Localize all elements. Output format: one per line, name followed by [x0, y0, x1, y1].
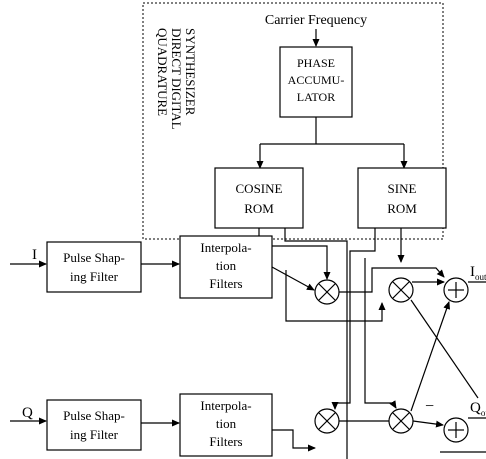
q-input-label: Q — [22, 405, 33, 421]
dds-title-line-2: DIRECT DIGITAL — [169, 28, 184, 130]
i-sine-product-to-q-sum — [410, 299, 479, 399]
q-interp-line-1: Interpola- — [200, 398, 251, 413]
q-interp-line-3: Filters — [209, 434, 242, 449]
q-pulse-shaping-filter — [46, 399, 142, 451]
dds-boundary — [142, 2, 444, 240]
cosine-rom-block — [214, 167, 304, 229]
q-pulse-line-1: Pulse Shap- — [63, 408, 125, 423]
i-sine-multiplier — [388, 277, 414, 303]
sine-rom-line-2: ROM — [387, 201, 417, 216]
sine-rom-block — [357, 167, 447, 229]
i-to-q-cross-wire — [285, 270, 386, 322]
sine-wires — [331, 228, 405, 410]
phase-acc-line-2: ACCUMU- — [288, 73, 345, 87]
dds-title-line-3: SYNTHESIZER — [183, 28, 198, 116]
q-output-label: Qout — [470, 400, 486, 418]
q-summer — [443, 417, 469, 443]
dds-title: QUADRATURE DIRECT DIGITAL SYNTHESIZER — [155, 28, 198, 130]
cosine-rom-line-1: COSINE — [236, 181, 283, 196]
i-interp-line-1: Interpola- — [200, 240, 251, 255]
i-interp-line-2: tion — [216, 258, 237, 273]
i-interp-to-multiplier-arrow — [271, 266, 315, 291]
phase-accumulator-block — [279, 46, 353, 118]
cosine-rom-line-2: ROM — [244, 201, 274, 216]
q-pulse-line-2: ing Filter — [70, 427, 119, 442]
i-pulse-shaping-filter — [46, 241, 142, 293]
i-pulse-line-2: ing Filter — [70, 269, 119, 284]
minus-sign: − — [425, 398, 434, 415]
carrier-frequency-label: Carrier Frequency — [265, 13, 367, 28]
i-product-to-sum-wire — [339, 267, 445, 293]
dds-title-line-1: QUADRATURE — [155, 28, 170, 116]
q-cosine-multiplier — [314, 408, 340, 434]
cosine-to-q-sine-multiplier-wire — [364, 258, 397, 409]
phase-acc-line-1: PHASE — [297, 56, 335, 70]
i-cosine-multiplier — [314, 279, 340, 305]
i-input-label: I — [32, 247, 37, 263]
i-pulse-line-1: Pulse Shap- — [63, 250, 125, 265]
q-interp-line-2: tion — [216, 416, 237, 431]
q-product-to-sum-wire — [412, 420, 444, 428]
q-sine-multiplier — [388, 408, 414, 434]
i-summer — [443, 277, 469, 303]
q-interpolation-filters — [179, 393, 273, 457]
sine-rom-line-1: SINE — [388, 181, 417, 196]
i-interpolation-filters — [179, 235, 273, 299]
i-output-label: Iout — [470, 264, 486, 282]
phase-acc-line-3: LATOR — [297, 90, 335, 104]
q-interp-to-multiplier-arrow — [272, 429, 316, 452]
i-interp-line-3: Filters — [209, 276, 242, 291]
q-sine-product-to-i-sum — [410, 301, 451, 412]
